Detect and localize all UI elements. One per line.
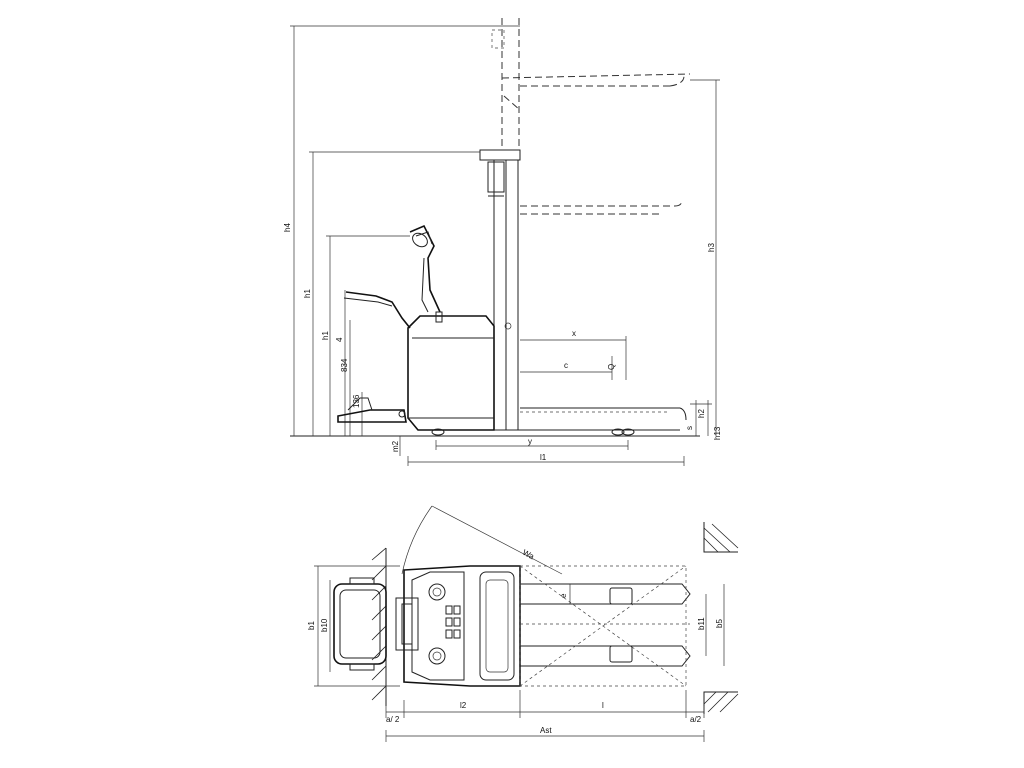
label-Ast: Ast: [540, 726, 552, 735]
mast-lowered: [479, 149, 521, 430]
label-dim-834: 834: [340, 358, 349, 372]
dimension-b11: b11: [697, 594, 707, 656]
dimension-h2-s-h13: h2 s h13: [685, 400, 722, 440]
label-h4: h4: [283, 223, 292, 232]
dimension-Ast: Ast: [385, 726, 705, 742]
label-l: l: [602, 701, 604, 710]
label-h1-inner: h1: [321, 331, 330, 340]
dimension-l1: l1: [407, 453, 685, 466]
label-h1-outer: h1: [303, 289, 312, 298]
label-dim-4: 4: [335, 337, 344, 342]
label-Q: Q: [607, 364, 616, 370]
top-view: Wa: [307, 505, 739, 742]
dimension-c: c Q: [520, 356, 616, 380]
dimension-m2: m2: [391, 436, 401, 456]
fork-lowered: [431, 407, 687, 436]
label-h13: h13: [713, 426, 722, 440]
label-a2-left: a/ 2: [386, 715, 400, 724]
label-b10: b10: [320, 618, 329, 632]
label-m2: m2: [391, 440, 400, 452]
label-b11: b11: [697, 617, 706, 630]
label-c: c: [564, 361, 568, 370]
dimension-b5: b5: [715, 584, 725, 666]
label-y: y: [528, 437, 532, 446]
label-l1: l1: [540, 453, 547, 462]
wall-right-top: [703, 522, 739, 553]
label-l2: l2: [460, 701, 467, 710]
label-b1: b1: [307, 621, 316, 630]
label-b5: b5: [715, 619, 724, 628]
label-e: e: [559, 593, 568, 598]
dimension-h4: h4: [283, 25, 520, 436]
chassis-top: [395, 565, 521, 687]
dimension-h3: h3: [690, 79, 720, 436]
label-s: s: [685, 426, 694, 430]
dimension-b1: b1: [307, 565, 400, 687]
dimension-834: 834: [340, 320, 351, 436]
label-a2-right: a/2: [690, 715, 702, 724]
dimension-b10: b10: [320, 580, 331, 672]
truck-body: [407, 311, 495, 431]
fork-mid-dashed: [520, 199, 683, 215]
tiller-handle: [409, 224, 441, 313]
mast-raised-dashed: [491, 18, 691, 150]
forks-top: [519, 565, 691, 687]
dimension-e: e: [559, 584, 571, 604]
dimension-row-l: a/ 2 l2 l a/2: [385, 690, 705, 724]
dimension-h1-inner: h1: [321, 235, 410, 436]
dimension-y: y: [435, 437, 629, 450]
side-grab-handle: [343, 291, 411, 329]
platform-top: [333, 577, 387, 671]
wall-right-bottom: [703, 691, 739, 714]
dimension-h1-outer: h1: [303, 151, 480, 436]
label-h3: h3: [707, 243, 716, 252]
side-view: h4 h1 h1 4 834 136: [283, 18, 722, 466]
turning-radius: Wa: [401, 505, 563, 575]
dimension-x: x: [520, 329, 627, 380]
dimension-136: 136: [352, 392, 363, 436]
dimension-4: 4: [335, 290, 346, 436]
label-h2: h2: [697, 409, 706, 418]
operator-platform: [337, 397, 407, 423]
label-x: x: [572, 329, 576, 338]
wall-left: [371, 547, 387, 706]
